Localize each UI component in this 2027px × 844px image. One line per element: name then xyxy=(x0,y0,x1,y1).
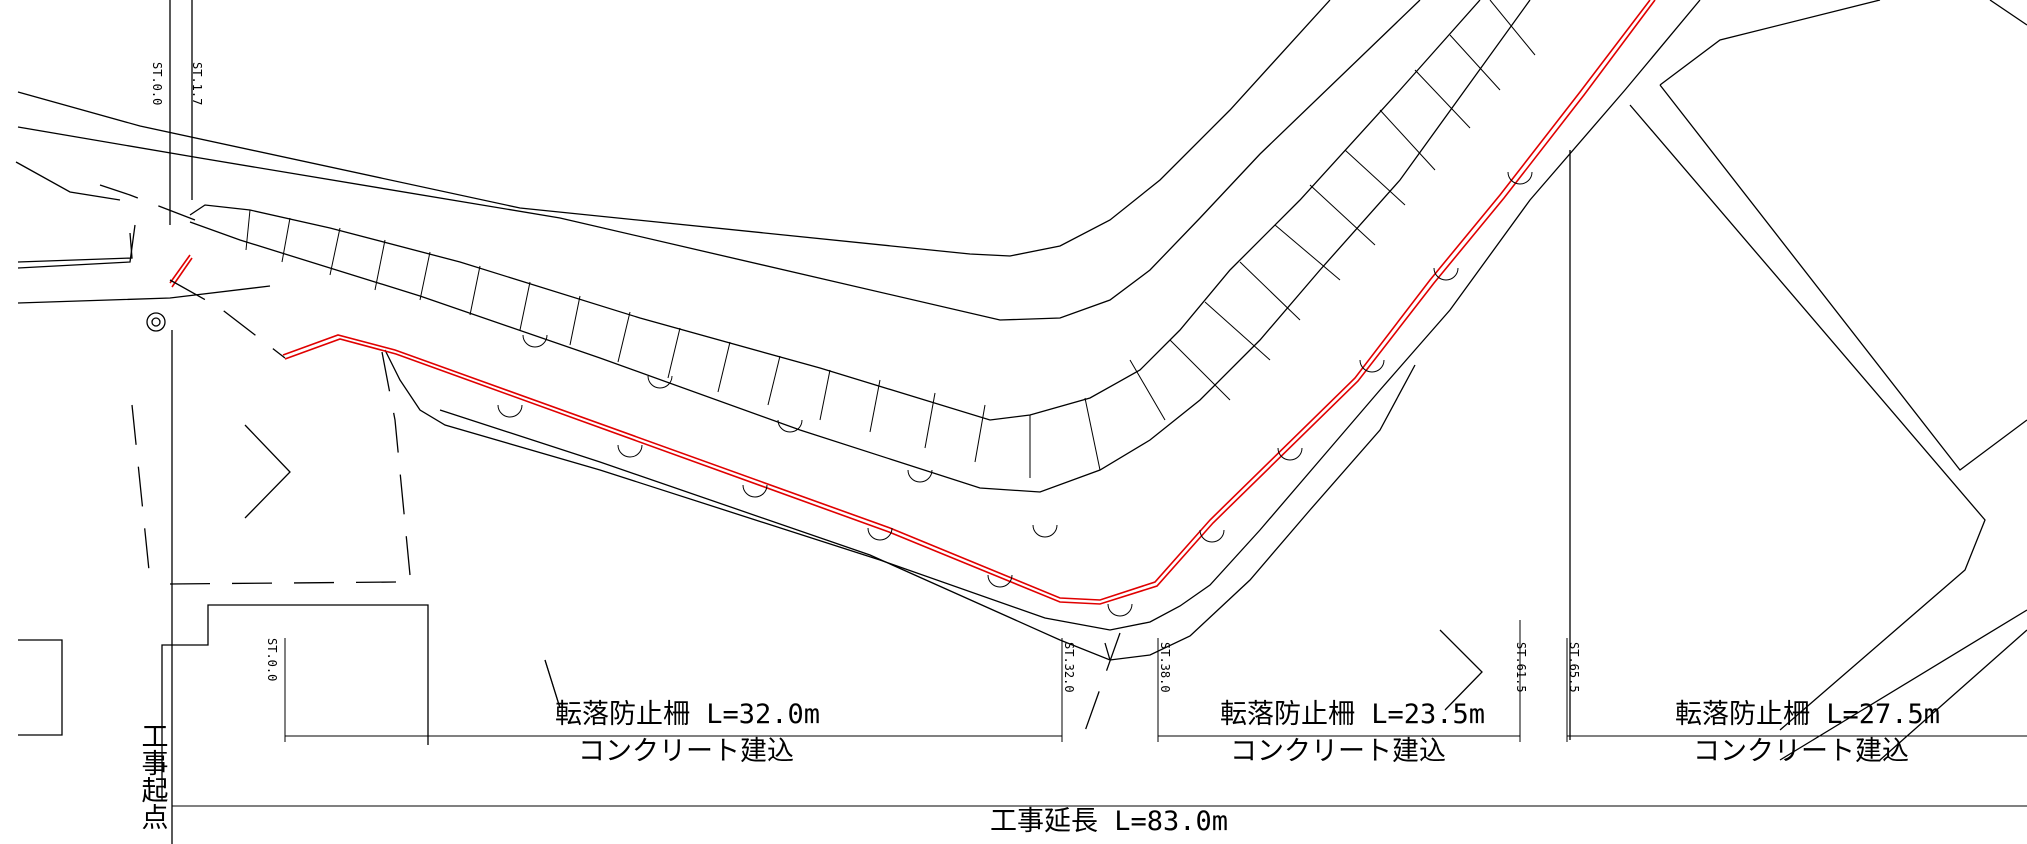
retaining-wall-ticks xyxy=(245,0,1536,478)
fence-post xyxy=(742,484,768,498)
fence-posts xyxy=(497,171,1533,617)
section-method-3: コンクリート建込 xyxy=(1693,736,1909,767)
wall-tick xyxy=(469,265,481,316)
wall-tick xyxy=(1084,397,1101,471)
wall-tick xyxy=(419,251,431,301)
fence-post xyxy=(777,419,803,433)
wall-tick xyxy=(281,217,291,263)
fence-post xyxy=(1359,359,1385,373)
fence-post xyxy=(907,469,933,483)
dashed-area xyxy=(17,184,1121,746)
wall-tick xyxy=(767,355,781,406)
fence-post xyxy=(1032,524,1058,538)
fence-post xyxy=(617,444,643,458)
fence-post xyxy=(1107,603,1133,617)
right-structures xyxy=(1439,0,2027,761)
station-label: ST.38.0 xyxy=(1158,642,1172,693)
wall-tick xyxy=(1309,184,1376,246)
wall-tick xyxy=(1239,261,1301,321)
fence-post xyxy=(497,404,523,418)
section-title-3: 転落防止柵 L=27.5m xyxy=(1675,699,1940,730)
wall-tick xyxy=(329,227,341,276)
wall-tick xyxy=(869,379,881,433)
left-vertical-road xyxy=(146,0,193,844)
wall-tick xyxy=(717,341,731,393)
wall-tick xyxy=(1449,34,1501,91)
wall-tick xyxy=(1344,149,1406,206)
station-label: ST.0.0 xyxy=(265,638,279,681)
total-length-label: 工事延長 L=83.0m xyxy=(990,806,1228,837)
station-label: ST.0.0 xyxy=(150,62,164,105)
station-label: ST.61.5 xyxy=(1514,642,1528,693)
fence-post xyxy=(1199,529,1225,543)
station-label: ST.65.5 xyxy=(1567,642,1581,693)
wall-tick xyxy=(569,295,581,346)
wall-tick xyxy=(1129,359,1166,421)
section-title-2: 転落防止柵 L=23.5m xyxy=(1220,699,1485,730)
wall-tick xyxy=(1414,69,1471,129)
fence-post xyxy=(647,375,673,389)
station-label: ST.32.0 xyxy=(1062,642,1076,693)
wall-tick xyxy=(974,404,986,463)
dimension-lines xyxy=(172,620,2027,807)
wall-tick xyxy=(374,239,386,291)
wall-tick xyxy=(1379,109,1436,171)
station-label: ST.1.7 xyxy=(190,62,204,105)
fence-post xyxy=(522,334,548,348)
fence-post xyxy=(867,527,893,541)
fence-lines xyxy=(169,0,1656,605)
wall-tick xyxy=(924,392,936,449)
wall-tick xyxy=(667,327,681,379)
retaining-wall xyxy=(189,0,1531,493)
wall-tick xyxy=(1274,224,1341,281)
fence-post xyxy=(987,574,1013,588)
fence-post xyxy=(1277,447,1303,461)
section-title-1: 転落防止柵 L=32.0m xyxy=(555,699,820,730)
start-point-label: 工事起点 xyxy=(137,722,169,830)
wall-tick xyxy=(245,209,251,251)
wall-tick xyxy=(1489,0,1536,56)
wall-tick xyxy=(617,311,631,363)
wall-tick xyxy=(1204,301,1271,361)
wall-tick xyxy=(1169,339,1231,401)
section-method-2: コンクリート建込 xyxy=(1230,736,1446,767)
section-method-1: コンクリート建込 xyxy=(578,736,794,767)
fence-post xyxy=(1507,171,1533,185)
building-outline xyxy=(18,604,561,800)
lower-road xyxy=(384,0,1701,661)
upper-road xyxy=(15,0,1421,321)
wall-tick xyxy=(519,281,531,331)
fence-post xyxy=(1433,267,1459,281)
wall-tick xyxy=(819,369,831,421)
